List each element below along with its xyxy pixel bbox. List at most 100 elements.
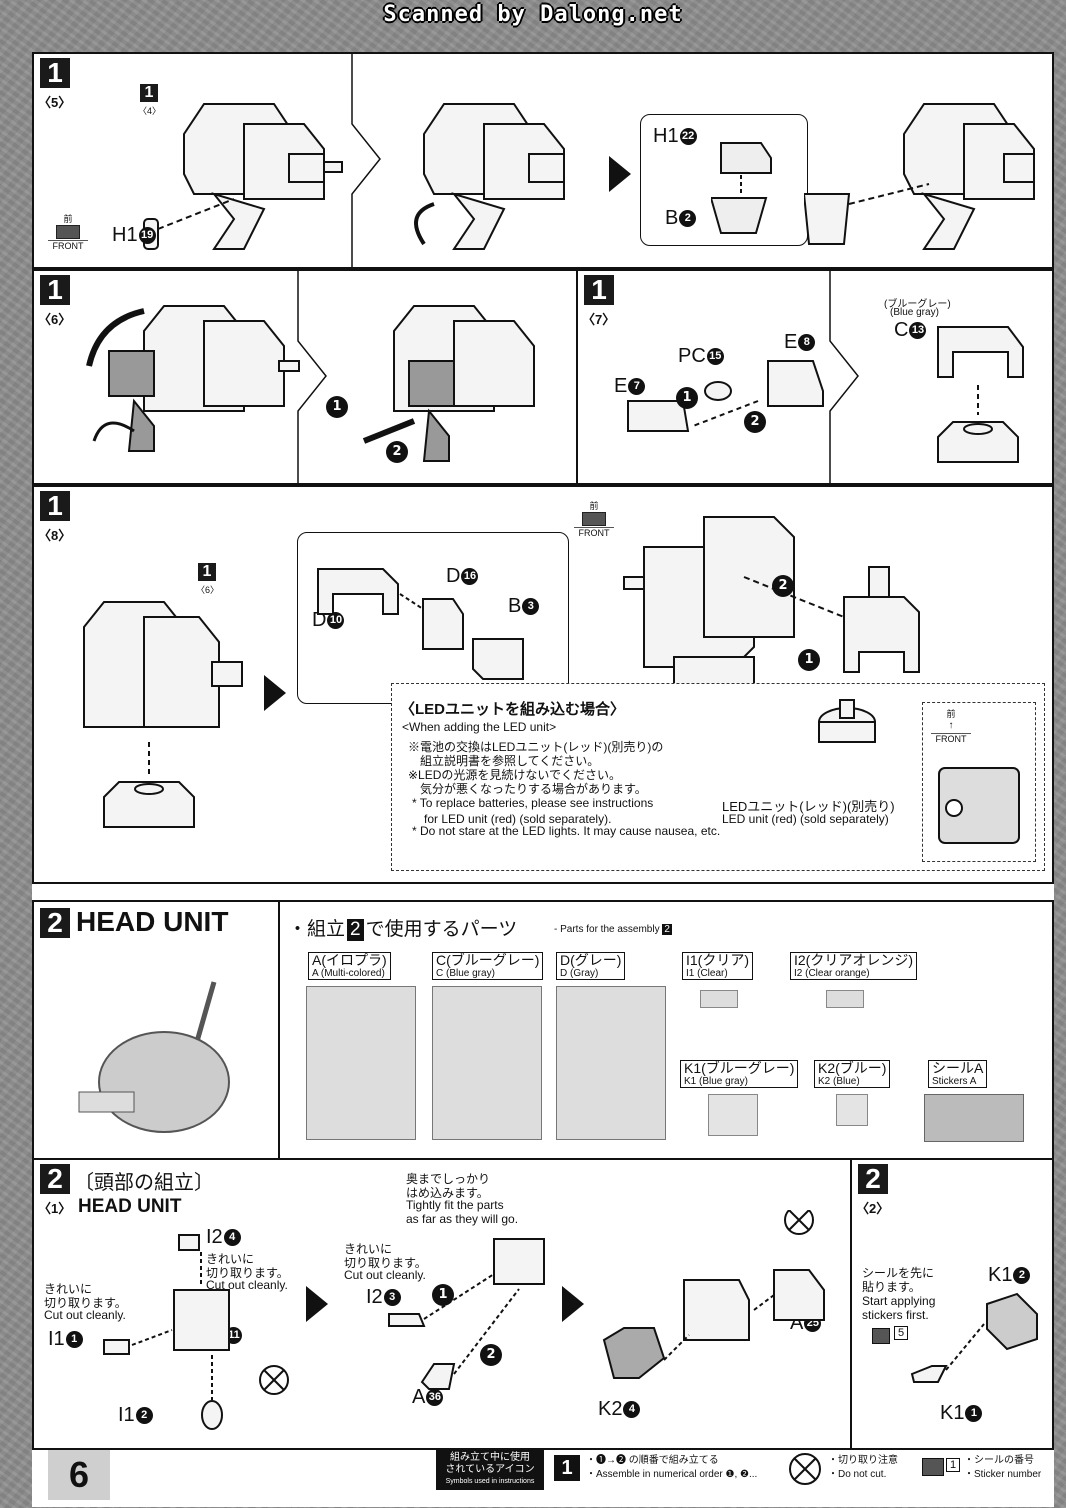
sticker-number: 5	[894, 1326, 909, 1340]
sprue-runner-k2	[836, 1094, 868, 1126]
flow-arrow	[306, 1286, 328, 1322]
led-note-line: ※電池の交換はLEDユニット(レッド)(別売り)の	[408, 740, 664, 754]
e-parts-illustration	[627, 360, 824, 432]
cut-note-en: Cut out cleanly.	[44, 1308, 126, 1322]
step-sub: 〈1〉	[38, 1201, 72, 1216]
cut-note-jp: きれいに	[206, 1252, 255, 1266]
sprue-runner-i1	[700, 990, 738, 1008]
sprue-label-k1: K1(ブルーグレー)K1 (Blue gray)	[680, 1060, 799, 1088]
step-title-jp: 〔頭部の組立〕	[74, 1172, 214, 1194]
legend-cut-en: ・Do not cut.	[828, 1469, 887, 1480]
sticker-legend-badge: 1	[946, 1458, 961, 1472]
legend-order-en: ・Assemble in numerical order ❶, ❷...	[586, 1469, 758, 1480]
chest-unit-close-illustration	[362, 305, 535, 462]
legend-cut-jp: ・切り取り注意	[828, 1455, 898, 1466]
c-part-illustration	[937, 326, 1024, 463]
sequence-marker: 1	[676, 387, 698, 409]
page-number: 6	[48, 1450, 110, 1500]
sticker-note-jp: 貼ります。	[862, 1280, 921, 1294]
led-unit-illustration	[818, 699, 876, 743]
sequence-marker: 2	[744, 411, 766, 433]
fit-note-jp: 奥までしっかり	[406, 1172, 491, 1186]
led-note-line: ※LEDの光源を見続けないでください。	[408, 768, 622, 782]
sprue-label-i2: I2(クリアオレンジ)I2 (Clear orange)	[790, 952, 917, 980]
sprue-runner-c	[432, 986, 542, 1140]
sticker-legend-icon	[922, 1458, 944, 1476]
flow-arrow	[609, 156, 631, 192]
sequence-marker: 2	[386, 441, 408, 463]
parts-list-title-en: - Parts for the assembly 2	[554, 924, 672, 935]
head-frame-illustration	[103, 1234, 289, 1430]
step-2-head-panel: 2 HEAD UNIT	[32, 900, 282, 1160]
step-badge: 2	[40, 908, 70, 938]
sprue-label-i1: I1(クリア)I1 (Clear)	[682, 952, 753, 980]
k1-part-illustration	[910, 1292, 1038, 1383]
step-badge: 1	[40, 58, 70, 88]
step-badge: 2	[858, 1164, 888, 1194]
step-badge: 1	[40, 491, 70, 521]
cut-note-jp: きれいに	[344, 1242, 393, 1256]
sequence-marker: 2	[480, 1344, 502, 1366]
flow-arrow	[264, 675, 286, 711]
step-badge: 2	[40, 1164, 70, 1194]
cut-note-en: Cut out cleanly.	[206, 1278, 288, 1292]
head-shell-illustration	[602, 1210, 825, 1379]
head-unit-illustration	[78, 981, 230, 1133]
sprue-runner-d	[556, 986, 666, 1140]
reference-sub: 〈6〉	[196, 585, 220, 595]
head-assembly-illustration	[388, 1238, 545, 1390]
scan-watermark: Scanned by Dalong.net	[383, 2, 683, 27]
chest-unit-open-illustration	[86, 305, 300, 452]
led-unit-note-box: 〈LEDユニットを組み込む場合〉 <When adding the LED un…	[391, 683, 1045, 871]
color-note-en: (Blue gray)	[890, 307, 939, 318]
led-note-line: for LED unit (red) (sold separately).	[412, 812, 612, 826]
reference-badge: 1	[198, 563, 216, 581]
step-sub: 〈7〉	[582, 312, 616, 327]
legend-sticker-en: ・Sticker number	[964, 1469, 1042, 1480]
sticker-number-icon	[872, 1328, 890, 1344]
step-2-2-panel: 2 〈2〉 シールを先に 貼ります。 Start applying sticke…	[850, 1158, 1054, 1450]
led-note-line: 気分が悪くなったりする場合があります。	[408, 782, 647, 796]
chest-unit-illustration-right	[804, 103, 1035, 250]
step-title-en: HEAD UNIT	[78, 1196, 182, 1217]
flow-arrow	[562, 1286, 584, 1322]
reference-badge: 1	[140, 84, 158, 102]
step-sub: 〈5〉	[38, 95, 72, 110]
led-unit-detail-box: 前↑FRONT	[922, 702, 1036, 862]
led-unit-label-jp: LEDユニット(レッド)(別売り)	[722, 799, 895, 814]
sprue-label-d: D(グレー)D (Gray)	[556, 952, 626, 980]
sprue-runner-k1	[708, 1094, 758, 1136]
sprue-label-a: A(イロプラ)A (Multi-colored)	[308, 952, 391, 980]
chest-unit-illustration-mid	[414, 103, 565, 250]
fit-note-en: as far as they will go.	[406, 1212, 519, 1226]
step-1-6-panel: 1 〈6〉 1 2	[32, 269, 580, 485]
legend-order-jp: ・❶→❷ の順番で組み立てる	[586, 1455, 719, 1466]
fit-note-en: Tightly fit the parts	[406, 1198, 504, 1212]
sprue-runner-i2	[826, 990, 864, 1008]
chest-unit-on-base-illustration	[83, 601, 243, 828]
sprue-label-c: C(ブルーグレー)C (Blue gray)	[432, 952, 544, 980]
do-not-cut-icon	[789, 1453, 821, 1485]
